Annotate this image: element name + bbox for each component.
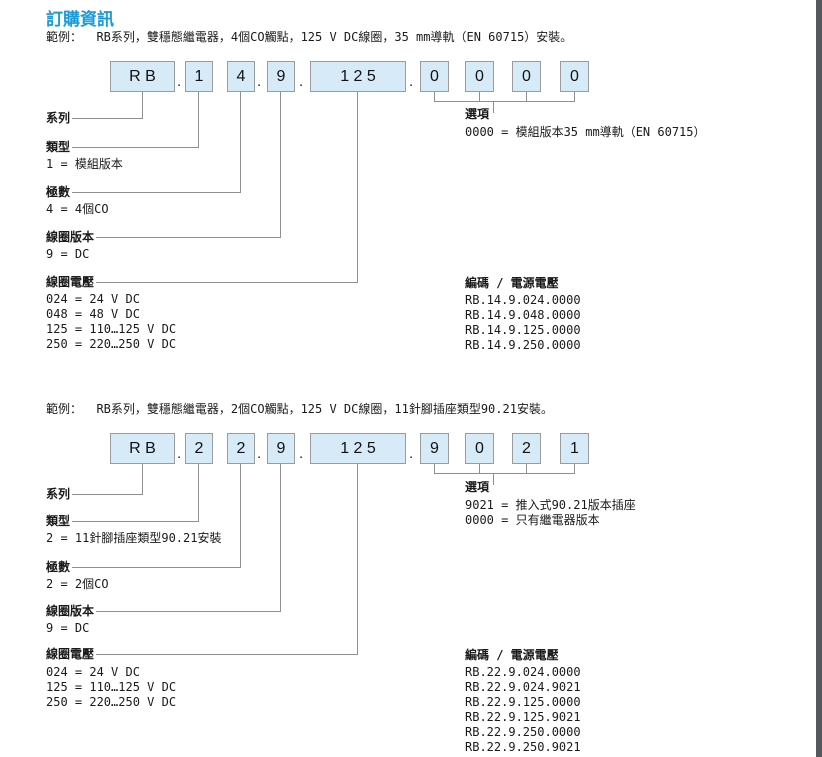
poles-value: 4 = 4個CO bbox=[46, 202, 109, 216]
codes-title: 編碼 / 電源電壓 bbox=[465, 276, 559, 290]
connector-series bbox=[72, 92, 143, 119]
code-value: RB.22.9.250.0000 bbox=[465, 725, 581, 739]
type-label: 類型 bbox=[46, 140, 71, 154]
connector-options-bracket bbox=[434, 92, 575, 102]
type-value: 2 = 11針腳插座類型90.21安裝 bbox=[46, 531, 222, 545]
code-separator-dot: . bbox=[177, 445, 182, 462]
code-box-poles: 4 bbox=[227, 61, 255, 92]
code-box-option-4: 0 bbox=[560, 61, 589, 92]
coil-voltage-value: 024 = 24 V DC bbox=[46, 292, 140, 306]
code-value: RB.22.9.125.9021 bbox=[465, 710, 581, 724]
connector-options-downstub bbox=[493, 102, 494, 113]
connector-options-downstub bbox=[493, 474, 494, 485]
coil-voltage-label: 線圈電壓 bbox=[46, 647, 95, 661]
code-value: RB.14.9.250.0000 bbox=[465, 338, 581, 352]
connector-options-stub bbox=[526, 464, 527, 474]
connector-poles bbox=[72, 92, 241, 193]
options-value: 0000 = 只有繼電器版本 bbox=[465, 513, 600, 527]
connector-type bbox=[72, 464, 199, 522]
poles-label: 極數 bbox=[46, 560, 71, 574]
example-text: 範例： RB系列，雙穩態繼電器，2個CO觸點，125 V DC線圈，11針腳插座… bbox=[46, 402, 553, 416]
code-value: RB.22.9.125.0000 bbox=[465, 695, 581, 709]
connector-poles bbox=[72, 464, 241, 568]
code-value: RB.22.9.024.0000 bbox=[465, 665, 581, 679]
coil-version-label: 線圈版本 bbox=[46, 230, 95, 244]
codes-title: 編碼 / 電源電壓 bbox=[465, 648, 559, 662]
coil-voltage-value: 250 = 220…250 V DC bbox=[46, 337, 177, 351]
code-box-coil-version: 9 bbox=[267, 433, 295, 464]
code-box-coil-voltage: 1 2 5 bbox=[310, 433, 406, 464]
connector-coil-voltage bbox=[96, 92, 358, 283]
connector-coil-version bbox=[96, 92, 281, 238]
code-box-type: 2 bbox=[185, 433, 213, 464]
coil-voltage-value: 125 = 110…125 V DC bbox=[46, 680, 177, 694]
coil-voltage-label: 線圈電壓 bbox=[46, 275, 95, 289]
options-value: 9021 = 推入式90.21版本插座 bbox=[465, 498, 636, 512]
coil-version-value: 9 = DC bbox=[46, 247, 90, 261]
coil-voltage-value: 024 = 24 V DC bbox=[46, 665, 140, 679]
code-value: RB.14.9.024.0000 bbox=[465, 293, 581, 307]
code-box-coil-version: 9 bbox=[267, 61, 295, 92]
type-value: 1 = 模組版本 bbox=[46, 157, 123, 171]
connector-type bbox=[72, 92, 199, 148]
code-box-option-3: 0 bbox=[512, 61, 541, 92]
connector-series bbox=[72, 464, 143, 495]
code-box-option-3: 2 bbox=[512, 433, 541, 464]
connector-coil-voltage bbox=[96, 464, 358, 655]
code-box-series: R B bbox=[110, 61, 175, 92]
coil-voltage-value: 125 = 110…125 V DC bbox=[46, 322, 177, 336]
code-value: RB.22.9.024.9021 bbox=[465, 680, 581, 694]
options-label: 選項 bbox=[465, 107, 490, 121]
code-box-poles: 2 bbox=[227, 433, 255, 464]
poles-value: 2 = 2個CO bbox=[46, 577, 109, 591]
code-value: RB.14.9.048.0000 bbox=[465, 308, 581, 322]
code-separator-dot: . bbox=[299, 73, 304, 90]
coil-voltage-value: 048 = 48 V DC bbox=[46, 307, 140, 321]
options-label: 選項 bbox=[465, 480, 490, 494]
code-separator-dot: . bbox=[409, 445, 414, 462]
poles-label: 極數 bbox=[46, 185, 71, 199]
coil-voltage-value: 250 = 220…250 V DC bbox=[46, 695, 177, 709]
series-label: 系列 bbox=[46, 111, 71, 125]
code-box-series: R B bbox=[110, 433, 175, 464]
coil-version-label: 線圈版本 bbox=[46, 604, 95, 618]
window-right-border bbox=[816, 0, 822, 757]
code-box-option-2: 0 bbox=[465, 433, 494, 464]
series-label: 系列 bbox=[46, 487, 71, 501]
connector-options-stub bbox=[479, 464, 480, 474]
code-box-coil-voltage: 1 2 5 bbox=[310, 61, 406, 92]
code-separator-dot: . bbox=[257, 445, 262, 462]
code-box-option-1: 9 bbox=[420, 433, 449, 464]
code-box-option-1: 0 bbox=[420, 61, 449, 92]
connector-options-stub bbox=[479, 92, 480, 102]
code-value: RB.22.9.250.9021 bbox=[465, 740, 581, 754]
connector-options-stub bbox=[526, 92, 527, 102]
type-label: 類型 bbox=[46, 514, 71, 528]
code-separator-dot: . bbox=[257, 73, 262, 90]
coil-version-value: 9 = DC bbox=[46, 621, 90, 635]
code-box-option-2: 0 bbox=[465, 61, 494, 92]
code-separator-dot: . bbox=[177, 73, 182, 90]
code-value: RB.14.9.125.0000 bbox=[465, 323, 581, 337]
connector-coil-version bbox=[96, 464, 281, 612]
connector-options-bracket bbox=[434, 464, 575, 474]
page-title: 訂購資訊 bbox=[46, 10, 114, 29]
code-box-type: 1 bbox=[185, 61, 213, 92]
example-text: 範例： RB系列，雙穩態繼電器，4個CO觸點，125 V DC線圈，35 mm導… bbox=[46, 30, 573, 44]
code-separator-dot: . bbox=[299, 445, 304, 462]
code-box-option-4: 1 bbox=[560, 433, 589, 464]
options-value: 0000 = 模組版本35 mm導軌（EN 60715） bbox=[465, 125, 706, 139]
code-separator-dot: . bbox=[409, 73, 414, 90]
